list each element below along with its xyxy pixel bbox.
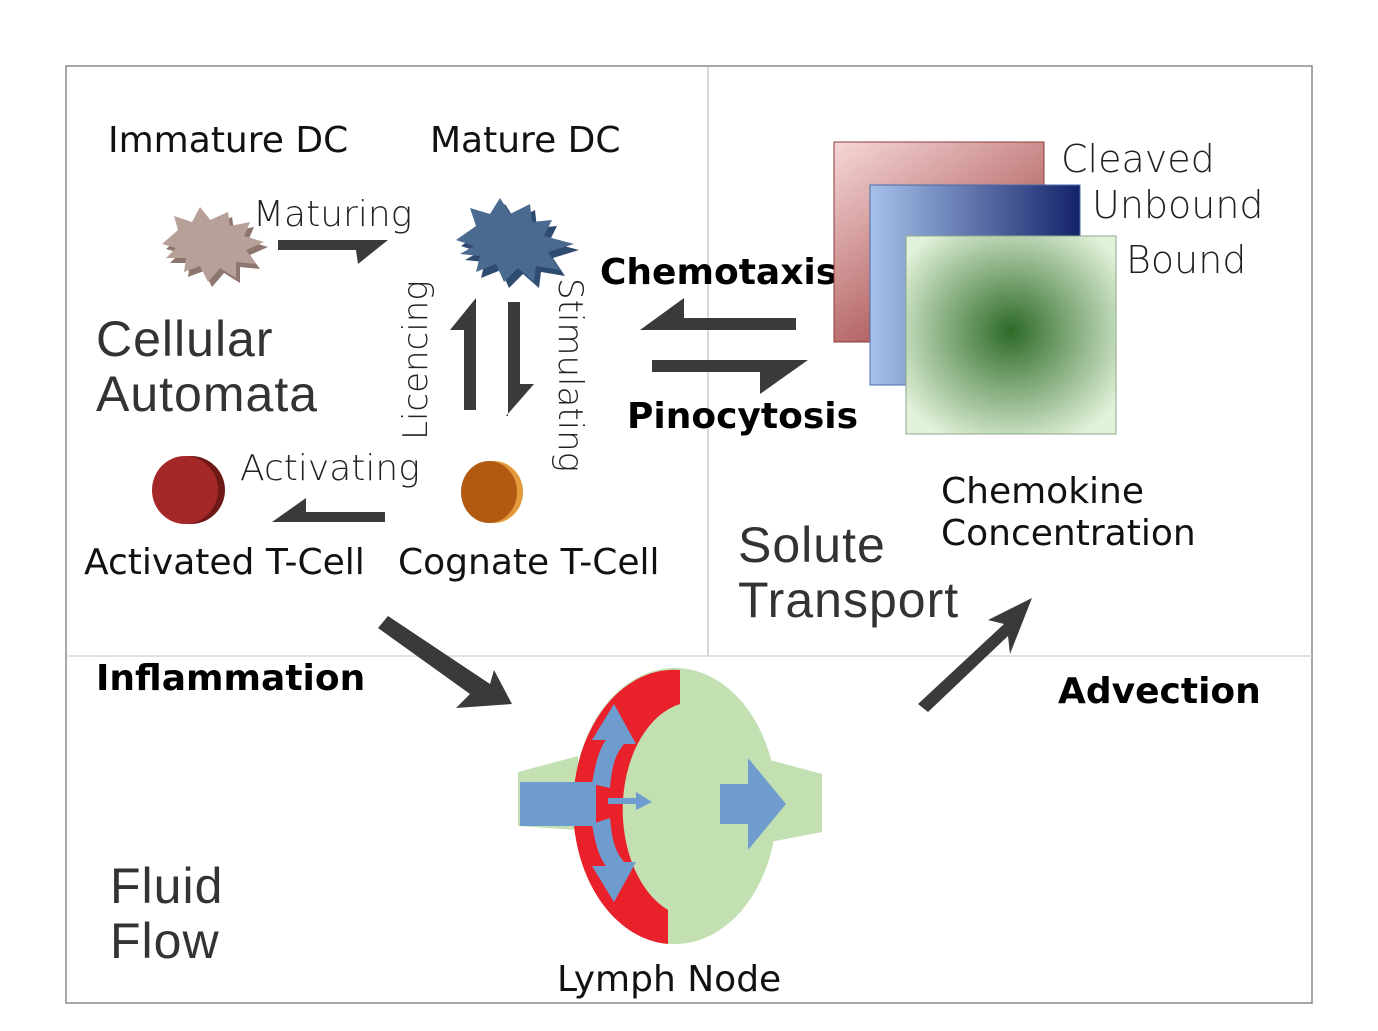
mature-dc-icon: [456, 198, 579, 288]
lymph-node-illustration: [518, 668, 822, 944]
pinocytosis-label: Pinocytosis: [627, 396, 858, 437]
activating-arrow: [272, 498, 385, 522]
inflammation-arrow: [378, 616, 512, 708]
cognate-tcell-icon: [461, 461, 523, 523]
chemokine-concentration-line1: Chemokine: [941, 471, 1144, 512]
activating-label: Activating: [240, 448, 420, 489]
section-solute-transport-line2: Transport: [738, 572, 959, 628]
section-fluid-flow-line1: Fluid: [110, 858, 223, 914]
activated-tcell-icon: [152, 456, 225, 524]
chemotaxis-label: Chemotaxis: [600, 252, 837, 293]
activated-tcell-label: Activated T-Cell: [84, 542, 365, 583]
mature-dc-label: Mature DC: [430, 120, 621, 161]
licencing-label: Licencing: [396, 280, 436, 440]
maturing-arrow: [278, 240, 388, 264]
cleaved-label: Cleaved: [1061, 137, 1215, 181]
stimulating-label: Stimulating: [550, 278, 590, 472]
section-cellular-automata-line1: Cellular: [96, 311, 274, 367]
lymph-node-label: Lymph Node: [557, 959, 781, 1000]
chemokine-concentration-line2: Concentration: [941, 513, 1196, 554]
chemotaxis-arrow: [640, 298, 796, 330]
bound-label: Bound: [1126, 238, 1246, 282]
diagram-frame: [65, 65, 1313, 1004]
section-cellular-automata-line2: Automata: [96, 366, 318, 422]
pinocytosis-arrow: [652, 360, 808, 394]
unbound-label: Unbound: [1092, 183, 1264, 227]
advection-label: Advection: [1058, 671, 1261, 712]
advection-arrow: [918, 598, 1032, 712]
section-solute-transport-line1: Solute: [738, 517, 886, 573]
inflammation-label: Inflammation: [96, 658, 365, 699]
immature-dc-icon: [162, 207, 268, 287]
immature-dc-label: Immature DC: [108, 120, 348, 161]
stimulating-arrow: [506, 302, 534, 416]
cognate-tcell-label: Cognate T-Cell: [398, 542, 660, 583]
maturing-label: Maturing: [253, 194, 412, 235]
section-fluid-flow-line2: Flow: [110, 913, 220, 969]
bound-layer: [905, 235, 1117, 435]
licencing-arrow: [450, 298, 476, 410]
